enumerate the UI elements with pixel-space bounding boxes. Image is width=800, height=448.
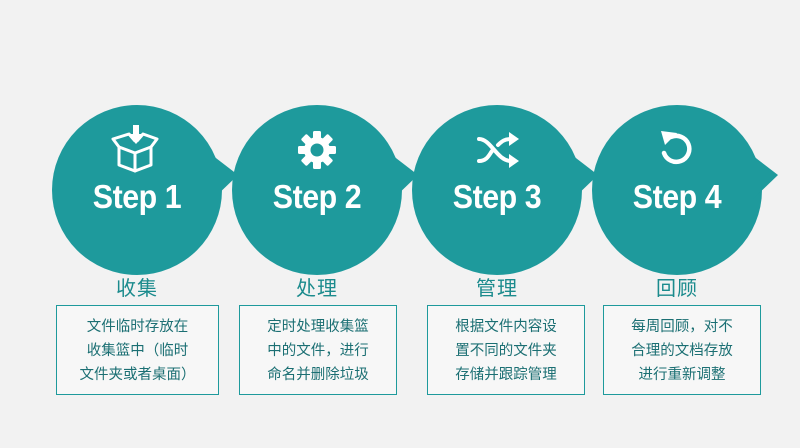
step-4-label: Step 4 (632, 178, 722, 215)
step-4-circle (592, 105, 778, 275)
step-1: Step 1 收集 (52, 0, 238, 448)
step-4-bubble: Step 4 (592, 105, 778, 275)
step-3-desc-line: 根据文件内容设 (455, 319, 557, 335)
refresh-icon (661, 131, 692, 165)
step-1-desc-line: 文件夹或者桌面） (79, 367, 196, 383)
step-4-desc-line: 合理的文档存放 (631, 343, 733, 359)
gear-icon (298, 131, 336, 169)
step-2-circle (232, 105, 418, 275)
step-2-title: 处理 (296, 276, 338, 300)
step-4-title: 回顾 (656, 276, 698, 300)
step-2-bubble: Step 2 (232, 105, 418, 275)
step-3-description: 根据文件内容设 置不同的文件夹 存储并跟踪管理 (427, 305, 585, 395)
step-2-desc-line: 定时处理收集篮 (267, 319, 369, 335)
box-download-icon (111, 125, 159, 173)
step-1-description: 文件临时存放在 收集篮中（临时 文件夹或者桌面） (56, 305, 219, 395)
step-1-circle (52, 105, 238, 275)
step-1-title: 收集 (116, 276, 158, 300)
step-1-desc-line: 收集篮中（临时 (86, 343, 189, 359)
step-3-desc-line: 存储并跟踪管理 (455, 367, 557, 383)
step-4-desc-line: 进行重新调整 (638, 367, 726, 383)
shuffle-icon (477, 132, 519, 168)
step-3-desc-line: 置不同的文件夹 (455, 343, 557, 359)
step-4: Step 4 回顾 (592, 0, 778, 448)
step-1-bubble: Step 1 (52, 105, 238, 275)
step-4-desc-line: 每周回顾，对不 (631, 319, 733, 335)
step-4-description: 每周回顾，对不 合理的文档存放 进行重新调整 (603, 305, 761, 395)
step-2-desc-line: 中的文件，进行 (267, 343, 369, 359)
step-2: Step 2 处理 (232, 0, 418, 448)
step-1-desc-line: 文件临时存放在 (86, 319, 189, 335)
step-3: Step 3 管理 (412, 0, 598, 448)
step-3-circle (412, 105, 598, 275)
step-2-desc-line: 命名并删除垃圾 (267, 367, 369, 383)
step-3-label: Step 3 (452, 178, 542, 215)
step-3-bubble: Step 3 (412, 105, 598, 275)
step-2-label: Step 2 (272, 178, 362, 215)
step-1-label: Step 1 (92, 178, 182, 215)
step-3-title: 管理 (476, 276, 518, 300)
step-2-description: 定时处理收集篮 中的文件，进行 命名并删除垃圾 (239, 305, 397, 395)
